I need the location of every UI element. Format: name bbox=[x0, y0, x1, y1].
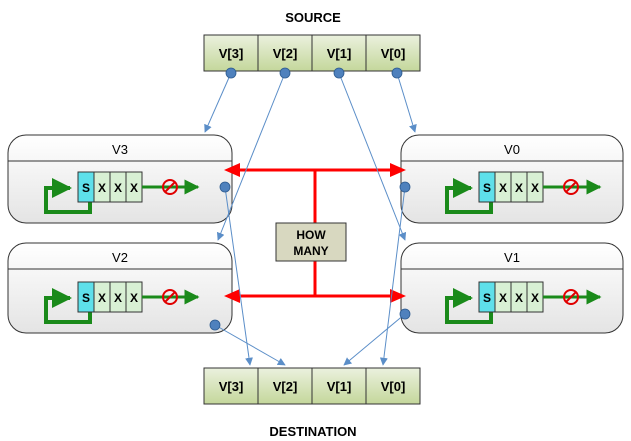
source-to-unit-arrows bbox=[204, 72, 417, 241]
vector-unit-label: V2 bbox=[112, 250, 128, 265]
vector-unit-label: V0 bbox=[504, 142, 520, 157]
source-slot-v0: V[0] bbox=[381, 46, 406, 61]
x-cell: X bbox=[531, 291, 539, 305]
x-cell: X bbox=[130, 181, 138, 195]
how-many-line2: MANY bbox=[293, 244, 328, 258]
vector-unit-v2: V2 S X X X bbox=[7, 242, 233, 334]
x-cell: X bbox=[114, 181, 122, 195]
vector-unit-label: V3 bbox=[112, 142, 128, 157]
source-slot-v1: V[1] bbox=[327, 46, 352, 61]
destination-register: V[3] V[2] V[1] V[0] bbox=[203, 367, 421, 405]
x-cell: X bbox=[98, 181, 106, 195]
destination-slot-v0: V[0] bbox=[381, 379, 406, 394]
loop-arrow-icon bbox=[445, 288, 493, 324]
no-entry-icon bbox=[162, 179, 178, 195]
loop-arrow-icon bbox=[44, 178, 92, 214]
vector-unit-v0: V0 S X X X bbox=[400, 134, 624, 224]
destination-slot-v1: V[1] bbox=[327, 379, 352, 394]
x-cell: X bbox=[499, 291, 507, 305]
no-entry-icon bbox=[162, 289, 178, 305]
destination-slot-v3: V[3] bbox=[219, 379, 244, 394]
s-cell: S bbox=[82, 291, 90, 305]
source-title: SOURCE bbox=[285, 10, 341, 25]
source-slot-v2: V[2] bbox=[273, 46, 298, 61]
x-cell: X bbox=[98, 291, 106, 305]
source-slot-v3: V[3] bbox=[219, 46, 244, 61]
unit-to-destination-arrows bbox=[214, 186, 406, 366]
how-many-connectors bbox=[224, 163, 406, 303]
s-cell: S bbox=[82, 181, 90, 195]
destination-slot-v2: V[2] bbox=[273, 379, 298, 394]
how-many-line1: HOW bbox=[296, 228, 326, 242]
x-cell: X bbox=[114, 291, 122, 305]
vector-unit-v3: V3 S X X X bbox=[7, 134, 233, 224]
how-many-box: HOW MANY bbox=[275, 222, 347, 262]
no-entry-icon bbox=[563, 289, 579, 305]
x-cell: X bbox=[515, 181, 523, 195]
x-cell: X bbox=[499, 181, 507, 195]
loop-arrow-icon bbox=[445, 178, 493, 214]
vector-unit-v1: V1 S X X X bbox=[400, 242, 624, 334]
x-cell: X bbox=[531, 181, 539, 195]
x-cell: X bbox=[515, 291, 523, 305]
vector-unit-label: V1 bbox=[504, 250, 520, 265]
source-register: V[3] V[2] V[1] V[0] bbox=[203, 34, 421, 72]
x-cell: X bbox=[130, 291, 138, 305]
destination-title: DESTINATION bbox=[269, 424, 356, 439]
loop-arrow-icon bbox=[44, 288, 92, 324]
connector-dot-icon bbox=[209, 67, 411, 331]
s-cell: S bbox=[483, 291, 491, 305]
s-cell: S bbox=[483, 181, 491, 195]
no-entry-icon bbox=[563, 179, 579, 195]
